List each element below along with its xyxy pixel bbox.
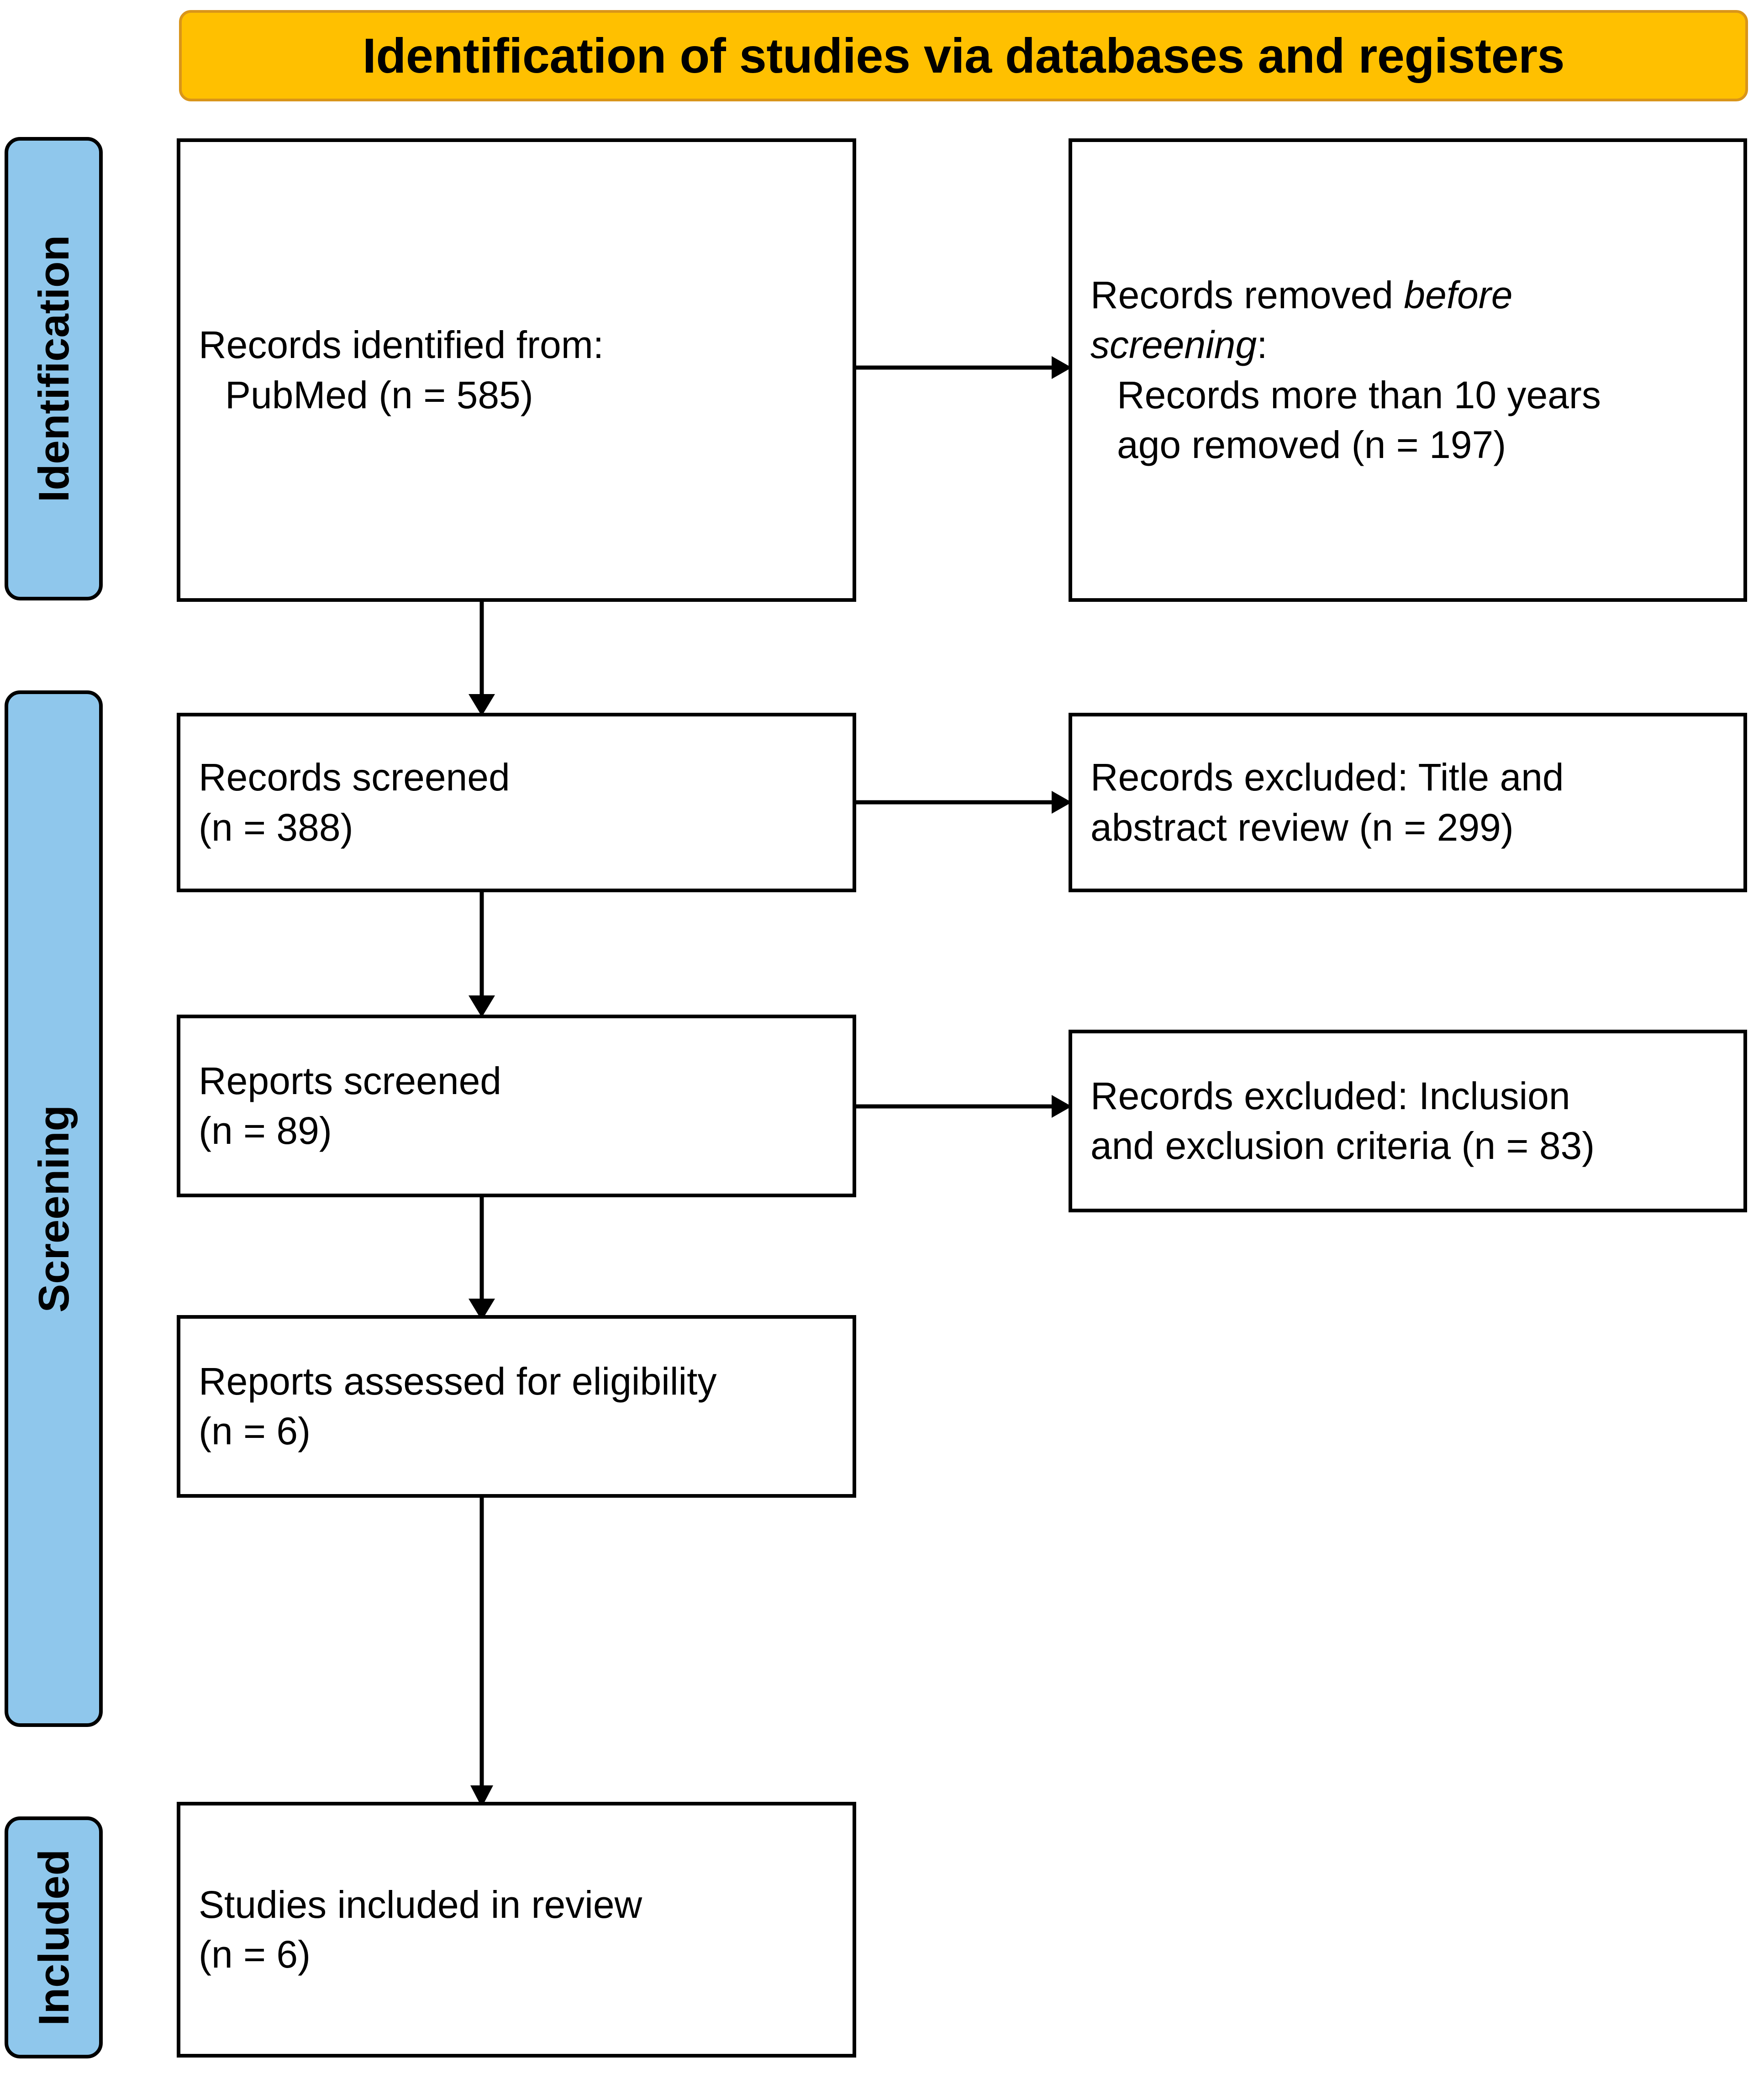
stage-tab-included-label: Included (29, 1849, 78, 2026)
records-excluded-title-line-1: Records excluded: Title and (1090, 756, 1564, 799)
records-screened-line-1: Records screened (199, 756, 510, 799)
connector-screened-to-excluded-title (853, 782, 1073, 823)
reports-screened-line-1: Reports screened (199, 1059, 502, 1102)
records-excluded-title-line-2: abstract review (n = 299) (1090, 805, 1514, 849)
connector-identified-to-screened (461, 599, 502, 717)
studies-included-line-1: Studies included in review (199, 1883, 642, 1926)
records-removed-colon: : (1257, 323, 1268, 367)
box-records-identified: Records identified from: PubMed (n = 585… (177, 138, 856, 602)
stage-tab-screening: Screening (5, 690, 103, 1727)
box-reports-assessed-for-eligibility: Reports assessed for eligibility (n = 6) (177, 1315, 856, 1498)
box-records-excluded-title-abstract: Records excluded: Title and abstract rev… (1069, 713, 1747, 892)
box-records-excluded-inclusion-exclusion: Records excluded: Inclusion and exclusio… (1069, 1030, 1747, 1212)
records-removed-line-3: Records more than 10 years (1117, 373, 1601, 416)
records-excluded-criteria-line-2: and exclusion criteria (n = 83) (1090, 1124, 1595, 1167)
records-removed-line-2: screening: (1090, 320, 1725, 370)
diagram-title-text: Identification of studies via databases … (362, 27, 1565, 83)
stage-tab-identification-label: Identification (29, 235, 78, 502)
records-excluded-criteria-line-1: Records excluded: Inclusion (1090, 1074, 1570, 1117)
reports-assessed-line-1: Reports assessed for eligibility (199, 1359, 717, 1403)
records-identified-line-1: Records identified from: (199, 323, 604, 367)
records-removed-prefix: Records removed (1090, 274, 1404, 317)
reports-screened-line-2: (n = 89) (199, 1109, 332, 1152)
records-identified-line-2: PubMed (n = 585) (225, 373, 533, 416)
records-removed-line-4: ago removed (n = 197) (1117, 423, 1506, 466)
connector-reports-to-assessed (461, 1195, 502, 1321)
connector-assessed-to-included (461, 1495, 502, 1808)
studies-included-line-2: (n = 6) (199, 1933, 311, 1976)
connector-reports-to-excluded-criteria (853, 1086, 1073, 1127)
records-removed-emphasis-before: before (1404, 274, 1513, 317)
connector-identified-to-removed (853, 347, 1073, 388)
records-removed-emphasis-screening: screening (1090, 323, 1257, 367)
box-records-removed-before-screening: Records removed before screening: Record… (1069, 138, 1747, 602)
box-reports-screened: Reports screened (n = 89) (177, 1015, 856, 1197)
connector-records-to-reports-screened (461, 889, 502, 1018)
diagram-title-banner: Identification of studies via databases … (179, 10, 1748, 101)
box-records-screened: Records screened (n = 388) (177, 713, 856, 892)
reports-assessed-line-2: (n = 6) (199, 1410, 311, 1453)
records-screened-line-2: (n = 388) (199, 805, 353, 849)
stage-tab-included: Included (5, 1816, 103, 2058)
records-removed-line-1: Records removed before (1090, 270, 1725, 320)
box-studies-included-in-review: Studies included in review (n = 6) (177, 1802, 856, 2058)
stage-tab-identification: Identification (5, 137, 103, 600)
stage-tab-screening-label: Screening (29, 1105, 78, 1313)
